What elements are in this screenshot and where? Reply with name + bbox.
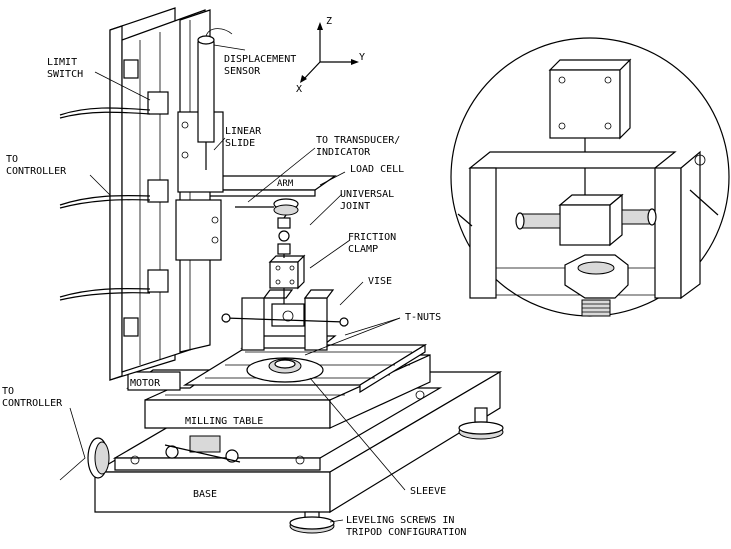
base-label: BASE bbox=[193, 489, 217, 500]
detail-nut bbox=[564, 254, 629, 299]
detail-specimen bbox=[457, 189, 719, 247]
clamp-front bbox=[269, 261, 299, 289]
universal-joint-label-line1: UNIVERSAL bbox=[340, 189, 394, 200]
to-controller-top-label-line1: TO bbox=[6, 154, 18, 165]
x-axis-arrow bbox=[300, 75, 307, 83]
leader-lines bbox=[59, 44, 406, 523]
limit-switches bbox=[123, 59, 169, 337]
vise-left-jaw bbox=[241, 297, 265, 351]
vertical-column bbox=[59, 7, 233, 381]
limit-switch-label-line1: LIMIT bbox=[47, 57, 77, 68]
vise-right-jaw-top bbox=[303, 289, 335, 299]
friction-clamp-label-line1: FRICTION bbox=[348, 232, 396, 243]
detail-screw bbox=[581, 299, 611, 317]
leveling-screw-front bbox=[289, 511, 335, 534]
sleeve bbox=[246, 357, 324, 383]
displacement-label-line2: SENSOR bbox=[224, 66, 261, 77]
transducer-label-line1: TO TRANSDUCER/ bbox=[316, 135, 400, 146]
z-axis-arrow bbox=[317, 22, 323, 30]
label-text: LIMIT SWITCH DISPLACEMENT SENSOR TO CONT… bbox=[2, 54, 466, 538]
x-axis-label: X bbox=[296, 84, 302, 95]
sleeve-label: SLEEVE bbox=[410, 486, 446, 497]
detail-vise-frame bbox=[468, 150, 706, 300]
milling-table-label: MILLING TABLE bbox=[185, 416, 263, 427]
limit-switch-label-line2: SWITCH bbox=[47, 69, 83, 80]
motor-body bbox=[127, 371, 181, 391]
arm-label: ARM bbox=[277, 179, 294, 189]
limit-switch-middle bbox=[147, 179, 169, 203]
clamp-side bbox=[297, 254, 305, 290]
leveling-screw-right bbox=[458, 407, 504, 440]
transducer-label-line2: INDICATOR bbox=[316, 147, 371, 158]
leveling-screws-label-line1: LEVELING SCREWS IN bbox=[346, 515, 454, 526]
milling-lower-front bbox=[114, 457, 321, 471]
to-controller-bottom-label-line1: TO bbox=[2, 386, 14, 397]
axis-triad: Z Y X bbox=[296, 16, 365, 95]
limit-switch-bottom bbox=[147, 269, 169, 293]
y-axis-arrow bbox=[351, 59, 359, 65]
vise-right-jaw bbox=[304, 297, 328, 351]
z-axis-label: Z bbox=[326, 16, 332, 27]
t-nuts-label: T-NUTS bbox=[405, 312, 441, 323]
displacement-sensor bbox=[197, 28, 233, 170]
controller-cables bbox=[59, 107, 151, 301]
friction-clamp-label-line2: CLAMP bbox=[348, 244, 378, 255]
detail-view bbox=[450, 37, 730, 317]
x-axis-line bbox=[302, 61, 321, 81]
milling-handwheel bbox=[164, 435, 241, 463]
friction-clamp bbox=[268, 254, 306, 304]
displacement-label-line1: DISPLACEMENT bbox=[224, 54, 296, 65]
base-bolts bbox=[130, 390, 425, 465]
limit-switch-top bbox=[147, 91, 169, 115]
to-controller-bottom-label-line2: CONTROLLER bbox=[2, 398, 63, 409]
linear-slide-label-line1: LINEAR bbox=[225, 126, 262, 137]
universal-joint bbox=[277, 217, 291, 258]
to-controller-top-label-line2: CONTROLLER bbox=[6, 166, 67, 177]
base-side bbox=[329, 370, 501, 514]
vise-left-jaw-top bbox=[262, 289, 294, 299]
motor-label: MOTOR bbox=[130, 378, 161, 389]
detail-clamp-block bbox=[548, 58, 632, 205]
leveling-screws-label-line2: TRIPOD CONFIGURATION bbox=[346, 527, 466, 538]
vise-label: VISE bbox=[368, 276, 392, 287]
universal-joint-label-line2: JOINT bbox=[340, 201, 370, 212]
vise bbox=[221, 289, 349, 351]
t-slot-side bbox=[359, 343, 426, 394]
linear-slide-label-line2: SLIDE bbox=[225, 138, 255, 149]
vise-specimen bbox=[271, 303, 305, 327]
column-edge bbox=[109, 25, 123, 381]
load-cell-label: LOAD CELL bbox=[350, 164, 404, 175]
leveling-knob-left bbox=[87, 437, 110, 479]
y-axis-label: Y bbox=[359, 52, 365, 63]
